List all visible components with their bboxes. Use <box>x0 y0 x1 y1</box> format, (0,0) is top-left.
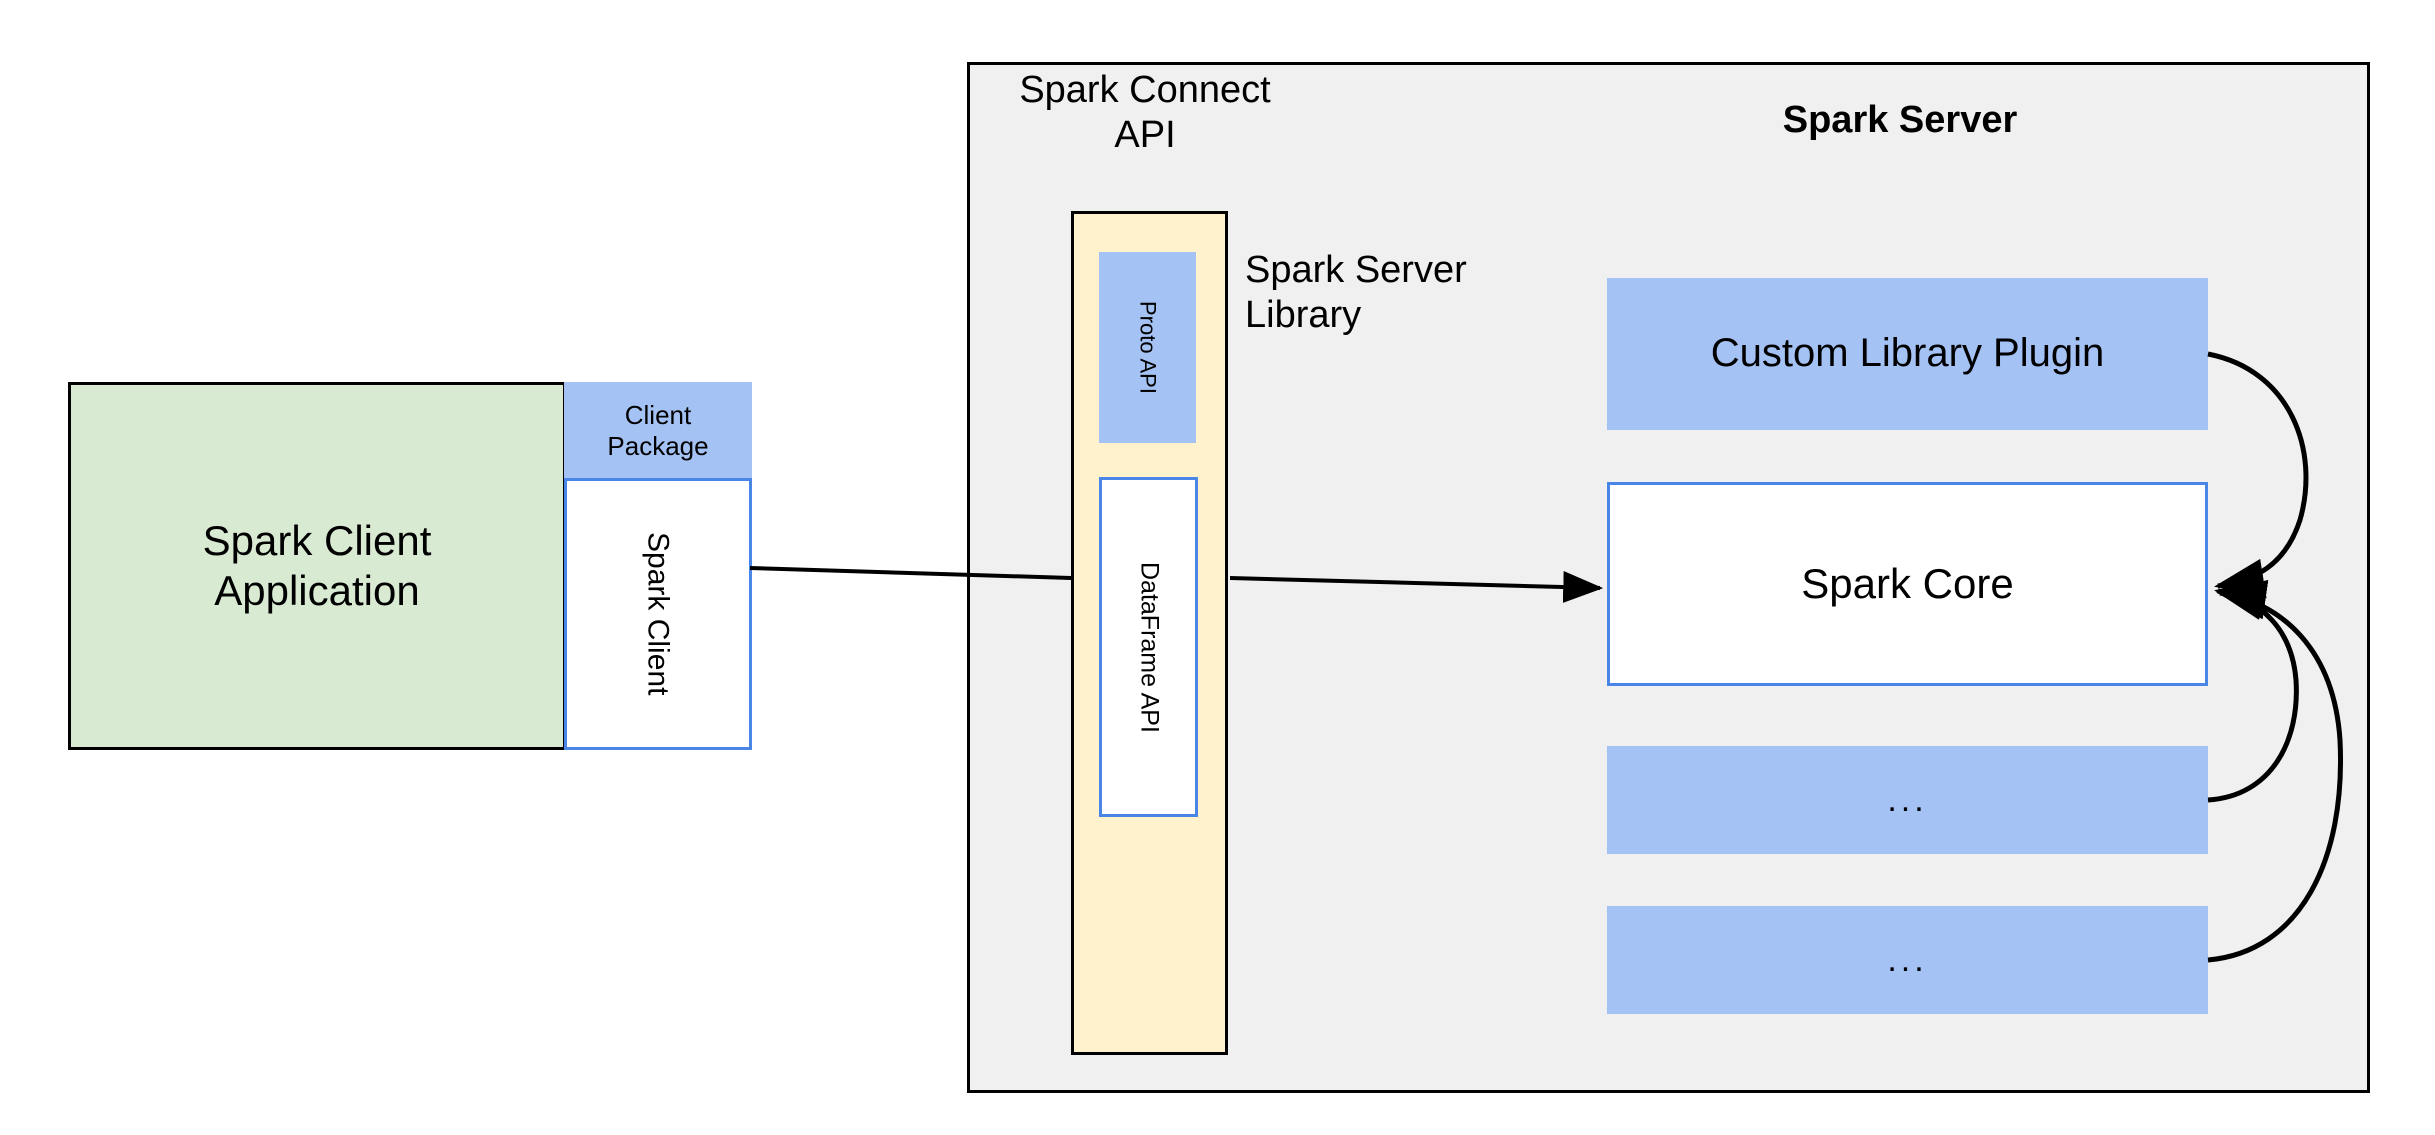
spark-client-label: Spark Client <box>641 532 675 696</box>
dataframe-api-label: DataFrame API <box>1135 561 1164 733</box>
client-package-label: Client Package <box>607 399 709 461</box>
spark-client-application-box[interactable]: Spark Client Application <box>68 382 566 750</box>
more-components-label-2: ... <box>1887 940 1928 979</box>
spark-client-application-label: Spark Client Application <box>202 517 432 614</box>
spark-core-box[interactable]: Spark Core <box>1607 482 2208 686</box>
spark-core-label: Spark Core <box>1801 560 2014 608</box>
proto-api-box[interactable]: Proto API <box>1099 252 1196 443</box>
more-components-label-1: ... <box>1887 780 1928 819</box>
spark-server-title: Spark Server <box>1782 98 2018 141</box>
spark-connect-api-label: Spark Connect API <box>1019 69 1271 156</box>
custom-library-plugin-box[interactable]: Custom Library Plugin <box>1607 278 2208 430</box>
more-components-box-2[interactable]: ... <box>1607 906 2208 1014</box>
more-components-box-1[interactable]: ... <box>1607 746 2208 854</box>
spark-server-library-label: Spark Server Library <box>1245 249 1467 336</box>
custom-library-plugin-label: Custom Library Plugin <box>1710 331 2105 376</box>
spark-client-box[interactable]: Spark Client <box>564 478 752 750</box>
proto-api-label: Proto API <box>1135 301 1161 394</box>
dataframe-api-box[interactable]: DataFrame API <box>1099 477 1198 817</box>
client-package-box[interactable]: Client Package <box>564 382 752 479</box>
